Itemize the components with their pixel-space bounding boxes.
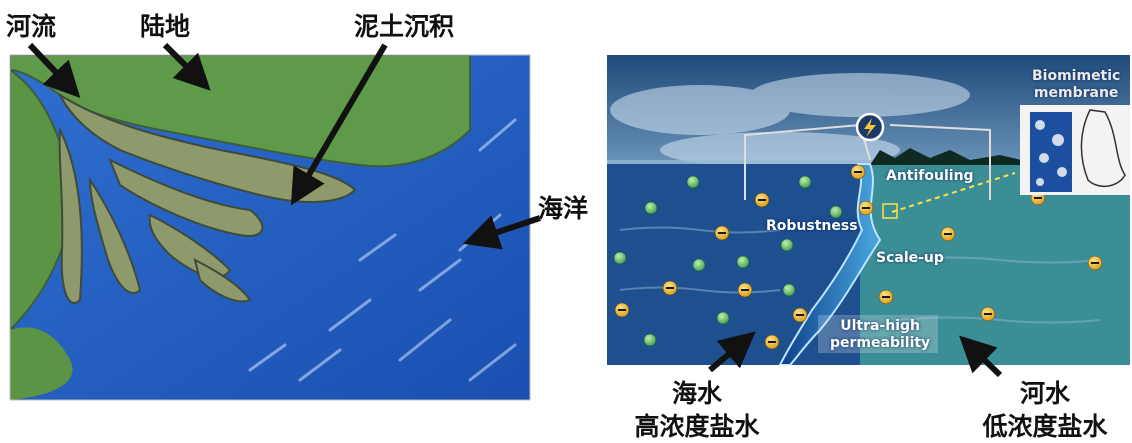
label-perm-line1: Ultra-high: [830, 318, 930, 335]
label-membrane-line1: Biomimetic: [1032, 68, 1120, 85]
label-perm-line2: permeability: [830, 335, 930, 352]
label-sediment: 泥土沉积: [354, 14, 454, 39]
delta-illustration: [10, 55, 530, 400]
caption-sea-line1: 海水: [622, 378, 772, 411]
label-biomimetic-membrane: Biomimetic membrane: [1032, 68, 1120, 102]
label-river: 河流: [6, 14, 56, 39]
label-scaleup: Scale-up: [876, 250, 944, 266]
caption-river-line1: 河水: [965, 378, 1125, 411]
label-land: 陆地: [140, 14, 190, 39]
label-ocean: 海洋: [538, 196, 588, 221]
label-robustness: Robustness: [766, 218, 858, 234]
caption-riverwater: 河水 低浓度盐水: [965, 378, 1125, 443]
label-ultra-high-permeability: Ultra-high permeability: [830, 318, 930, 352]
label-antifouling: Antifouling: [886, 168, 974, 184]
label-membrane-line2: membrane: [1032, 85, 1120, 102]
caption-sea-line2: 高浓度盐水: [622, 411, 772, 443]
caption-river-line2: 低浓度盐水: [965, 411, 1125, 443]
caption-seawater: 海水 高浓度盐水: [622, 378, 772, 443]
